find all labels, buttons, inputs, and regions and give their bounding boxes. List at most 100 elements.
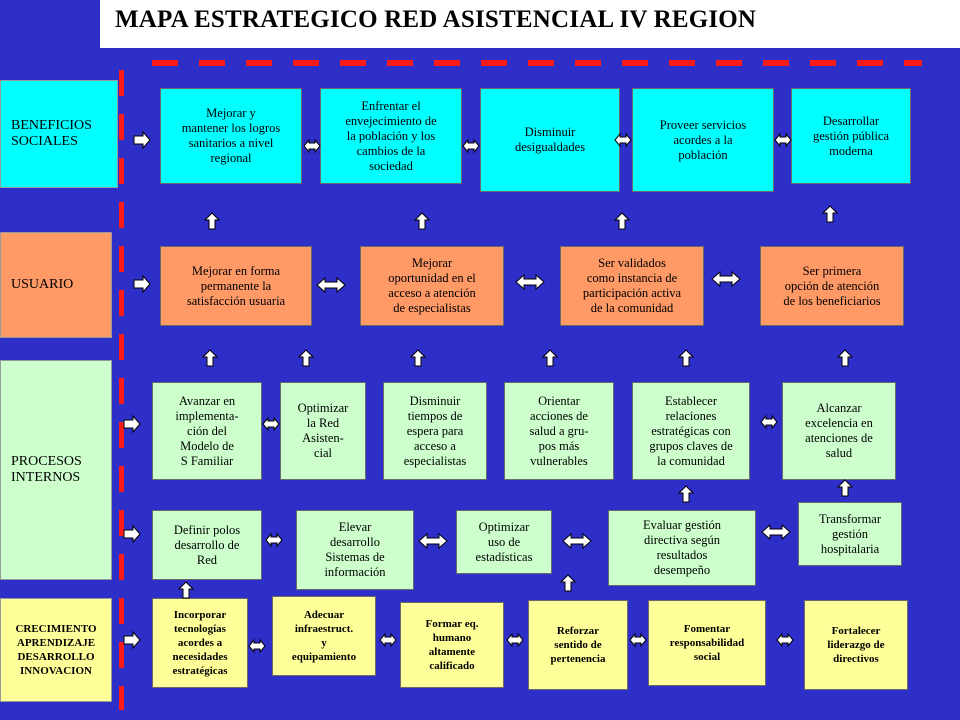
objective-text: Reforzar sentido de pertenencia bbox=[550, 625, 606, 665]
double-arrow-icon bbox=[265, 533, 283, 547]
objective-text: Incorporar tecnologías acordes a necesid… bbox=[172, 609, 228, 677]
double-arrow-icon bbox=[629, 633, 647, 647]
objective-text: Ser validados como instancia de particip… bbox=[582, 256, 682, 315]
objective-text: Formar eq. humano altamente calificado bbox=[425, 618, 479, 672]
perspective-procesos-internos: PROCESOS INTERNOS bbox=[0, 360, 112, 580]
objective-gestion-hospitalaria: Transformar gestión hospitalaria bbox=[798, 502, 902, 566]
double-arrow-icon bbox=[562, 533, 592, 549]
double-arrow-icon bbox=[462, 139, 480, 153]
objective-text: Evaluar gestión directiva según resultad… bbox=[642, 518, 722, 577]
objective-text: Mejorar oportunidad en el acceso a atenc… bbox=[388, 256, 476, 315]
arrow-up-icon bbox=[542, 349, 558, 367]
objective-text: Orientar acciones de salud a gru- pos má… bbox=[529, 393, 589, 468]
objective-text: Adecuar infraestruct. y equipamiento bbox=[291, 609, 357, 663]
double-arrow-icon bbox=[776, 633, 794, 647]
arrow-up-icon bbox=[178, 581, 194, 599]
objective-text: Establecer relaciones estratégicas con g… bbox=[649, 393, 733, 468]
arrow-up-icon bbox=[614, 212, 630, 230]
arrow-right-icon bbox=[123, 525, 141, 543]
double-arrow-icon bbox=[614, 133, 632, 147]
arrow-up-icon bbox=[560, 574, 576, 592]
objective-adecuar-infraestructura: Adecuar infraestruct. y equipamiento bbox=[272, 596, 376, 676]
double-arrow-icon bbox=[262, 417, 280, 431]
objective-relaciones-estrategicas: Establecer relaciones estratégicas con g… bbox=[632, 382, 750, 480]
double-arrow-icon bbox=[248, 639, 266, 653]
objective-excelencia-atenciones: Alcanzar excelencia en atenciones de sal… bbox=[782, 382, 896, 480]
objective-polos-desarrollo: Definir polos desarrollo de Red bbox=[152, 510, 262, 580]
objective-optimizar-red-asistencial: Optimizar la Red Asisten- cial bbox=[280, 382, 366, 480]
objective-text: Optimizar la Red Asisten- cial bbox=[297, 401, 349, 460]
objective-text: Ser primera opción de atención de los be… bbox=[783, 263, 881, 308]
objective-text: Fomentar responsabilidad social bbox=[669, 623, 745, 663]
double-arrow-icon bbox=[316, 277, 346, 293]
vertical-dashed-line bbox=[119, 70, 124, 710]
arrow-up-icon bbox=[678, 485, 694, 503]
arrow-up-icon bbox=[837, 349, 853, 367]
arrow-right-icon bbox=[133, 275, 151, 293]
perspective-crecimiento: CRECIMIENTO APRENDIZAJE DESARROLLO INNOV… bbox=[0, 598, 112, 702]
horizontal-dashed-line bbox=[152, 60, 922, 66]
arrow-right-icon bbox=[133, 131, 151, 149]
arrow-up-icon bbox=[298, 349, 314, 367]
objective-uso-estadisticas: Optimizar uso de estadísticas bbox=[456, 510, 552, 574]
objective-gestion-publica-moderna: Desarrollar gestión pública moderna bbox=[791, 88, 911, 184]
arrow-right-icon bbox=[123, 415, 141, 433]
objective-text: Elevar desarrollo Sistemas de informació… bbox=[324, 520, 386, 579]
objective-modelo-salud-familiar: Avanzar en implementa- ción del Modelo d… bbox=[152, 382, 262, 480]
objective-text: Fortalecer liderazgo de directivos bbox=[827, 625, 885, 665]
objective-primera-opcion: Ser primera opción de atención de los be… bbox=[760, 246, 904, 326]
objective-disminuir-desigualdades: Disminuir desigualdades bbox=[480, 88, 620, 192]
objective-incorporar-tecnologias: Incorporar tecnologías acordes a necesid… bbox=[152, 598, 248, 688]
arrow-up-icon bbox=[202, 349, 218, 367]
objective-text: Definir polos desarrollo de Red bbox=[173, 522, 241, 567]
objective-text: Disminuir tiempos de espera para acceso … bbox=[403, 393, 467, 468]
page-title: MAPA ESTRATEGICO RED ASISTENCIAL IV REGI… bbox=[115, 6, 757, 33]
objective-text: Disminuir desigualdades bbox=[514, 125, 586, 154]
objective-sentido-pertenencia: Reforzar sentido de pertenencia bbox=[528, 600, 628, 690]
double-arrow-icon bbox=[761, 524, 791, 540]
objective-formar-equipo-humano: Formar eq. humano altamente calificado bbox=[400, 602, 504, 688]
objective-participacion-comunidad: Ser validados como instancia de particip… bbox=[560, 246, 704, 326]
arrow-up-icon bbox=[414, 212, 430, 230]
objective-satisfaccion-usuaria: Mejorar en forma permanente la satisfacc… bbox=[160, 246, 312, 326]
objective-evaluar-gestion-directiva: Evaluar gestión directiva según resultad… bbox=[608, 510, 756, 586]
objective-text: Optimizar uso de estadísticas bbox=[475, 519, 533, 564]
objective-text: Alcanzar excelencia en atenciones de sal… bbox=[805, 401, 873, 460]
objective-text: Desarrollar gestión pública moderna bbox=[812, 113, 890, 158]
double-arrow-icon bbox=[506, 633, 524, 647]
double-arrow-icon bbox=[515, 274, 545, 290]
objective-disminuir-tiempos-espera: Disminuir tiempos de espera para acceso … bbox=[383, 382, 487, 480]
objective-text: Enfrentar el envejecimiento de la poblac… bbox=[345, 98, 437, 173]
double-arrow-icon bbox=[418, 533, 448, 549]
title-bar bbox=[100, 0, 960, 48]
arrow-up-icon bbox=[678, 349, 694, 367]
objective-text: Proveer servicios acordes a la población bbox=[659, 117, 747, 162]
objective-liderazgo-directivos: Fortalecer liderazgo de directivos bbox=[804, 600, 908, 690]
objective-mejorar-logros-sanitarios: Mejorar y mantener los logros sanitarios… bbox=[160, 88, 302, 184]
perspective-label: CRECIMIENTO APRENDIZAJE DESARROLLO INNOV… bbox=[15, 623, 97, 677]
perspective-label: PROCESOS INTERNOS bbox=[11, 454, 82, 485]
double-arrow-icon bbox=[379, 633, 397, 647]
objective-text: Mejorar y mantener los logros sanitarios… bbox=[181, 106, 281, 165]
double-arrow-icon bbox=[303, 139, 321, 153]
perspective-label: BENEFICIOS SOCIALES bbox=[11, 118, 92, 149]
objective-oportunidad-acceso: Mejorar oportunidad en el acceso a atenc… bbox=[360, 246, 504, 326]
objective-sistemas-informacion: Elevar desarrollo Sistemas de informació… bbox=[296, 510, 414, 590]
objective-enfrentar-envejecimiento: Enfrentar el envejecimiento de la poblac… bbox=[320, 88, 462, 184]
arrow-right-icon bbox=[123, 631, 141, 649]
objective-text: Transformar gestión hospitalaria bbox=[818, 511, 882, 556]
objective-grupos-vulnerables: Orientar acciones de salud a gru- pos má… bbox=[504, 382, 614, 480]
perspective-label: USUARIO bbox=[11, 277, 74, 292]
perspective-beneficios-sociales: BENEFICIOS SOCIALES bbox=[0, 80, 118, 188]
objective-proveer-servicios: Proveer servicios acordes a la población bbox=[632, 88, 774, 192]
arrow-up-icon bbox=[837, 479, 853, 497]
objective-text: Mejorar en forma permanente la satisfacc… bbox=[186, 263, 286, 308]
arrow-up-icon bbox=[410, 349, 426, 367]
objective-text: Avanzar en implementa- ción del Modelo d… bbox=[175, 393, 239, 468]
double-arrow-icon bbox=[711, 271, 741, 287]
double-arrow-icon bbox=[760, 415, 778, 429]
arrow-up-icon bbox=[822, 205, 838, 223]
objective-responsabilidad-social: Fomentar responsabilidad social bbox=[648, 600, 766, 686]
perspective-usuario: USUARIO bbox=[0, 232, 112, 338]
